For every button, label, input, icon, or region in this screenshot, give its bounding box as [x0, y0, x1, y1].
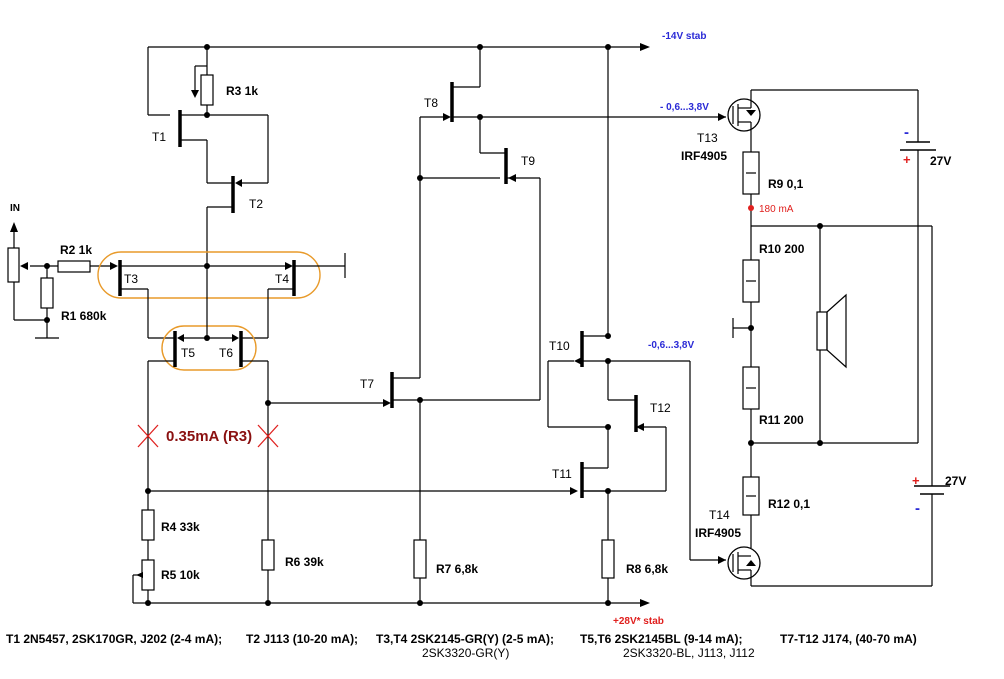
- battery-bottom-plus: +: [912, 473, 920, 488]
- resistor-r2: [57, 260, 91, 273]
- t6-label: T6: [219, 346, 233, 360]
- t13-label: T13: [697, 131, 718, 145]
- resistor-r4: [141, 509, 155, 541]
- t2-label: T2: [249, 197, 263, 211]
- t4-label: T4: [275, 272, 289, 286]
- battery-top-voltage: 27V: [930, 154, 951, 168]
- r9-label: R9 0,1: [768, 177, 804, 191]
- r3-label: R3 1k: [226, 84, 258, 98]
- t14-mosfet: [727, 546, 761, 580]
- note-t7-t12: T7-T12 J174, (40-70 mA): [780, 632, 917, 646]
- input-label: IN: [10, 203, 20, 214]
- r1-label: R1 680k: [61, 309, 107, 323]
- r10-label: R10 200: [759, 242, 805, 256]
- t3-t4-highlight: [97, 251, 321, 299]
- resistor-r8: [601, 539, 615, 579]
- t12-label: T12: [650, 401, 671, 415]
- battery-top-minus: -: [904, 124, 909, 141]
- t5-t6-pair: T5 T6: [148, 266, 268, 371]
- battery-bottom-voltage: 27V: [945, 474, 966, 488]
- r9-current-label: 180 mA: [759, 204, 794, 215]
- t7-stage: T7 R7 6,8k: [360, 113, 500, 603]
- t8-label: T8: [424, 96, 438, 110]
- t9-label: T9: [521, 154, 535, 168]
- note-t2: T2 J113 (10-20 mA);: [246, 632, 358, 646]
- note-t5-t6-alt: 2SK3320-BL, J113, J112: [623, 646, 755, 660]
- part-notes: T1 2N5457, 2SK170GR, J202 (2-4 mA); T2 J…: [6, 632, 917, 660]
- resistor-r1: [40, 277, 54, 309]
- t10-t12-stage: T10 -0,6...3,8V T12 T11 R8 6,8k: [547, 47, 726, 603]
- resistor-r5: [141, 559, 155, 591]
- r9-current-dot: [748, 205, 754, 211]
- t1-label: T1: [152, 130, 166, 144]
- t8-t9-stage: T8 T9: [420, 47, 726, 401]
- r4-label: R4 33k: [161, 520, 200, 534]
- r7-label: R7 6,8k: [436, 562, 478, 576]
- t14-label: T14: [709, 508, 730, 522]
- r2-label: R2 1k: [60, 243, 92, 257]
- speaker-icon: [816, 311, 828, 351]
- bottom-rail: [148, 599, 650, 607]
- note-t3-t4-alt: 2SK3320-GR(Y): [422, 646, 509, 660]
- t11-label: T11: [552, 467, 572, 481]
- resistor-r3: [200, 74, 214, 106]
- t14-voltage-label: -0,6...3,8V: [648, 340, 694, 351]
- t5-t6-highlight: [161, 325, 257, 371]
- t5-label: T5: [181, 346, 195, 360]
- top-rail: [147, 43, 650, 116]
- note-t1: T1 2N5457, 2SK170GR, J202 (2-4 mA);: [6, 632, 222, 646]
- resistor-r7: [413, 539, 427, 579]
- input-arrow-icon: [10, 222, 18, 232]
- note-t5-t6: T5,T6 2SK2145BL (9-14 mA);: [580, 632, 743, 646]
- t3-label: T3: [124, 272, 138, 286]
- output-stage: - 0,6...3,8V T13 IRF4905 R9 0,1 180 mA R…: [660, 89, 966, 587]
- battery-top-plus: +: [903, 152, 911, 167]
- r11-label: R11 200: [759, 413, 804, 427]
- r6-label: R6 39k: [285, 555, 324, 569]
- resistor-r6: [261, 539, 275, 571]
- rail-bottom-label: +28V* stab: [613, 616, 664, 627]
- bias-network: 0.35mA (R3) R4 33k R5 10k R6 39k: [132, 361, 578, 604]
- t7-label: T7: [360, 377, 374, 391]
- t10-label: T10: [549, 339, 570, 353]
- r3-current-label: 0.35mA (R3): [166, 428, 252, 445]
- t1-t2-current-source: R3 1k T1 T2: [152, 47, 269, 266]
- t13-mosfet: [727, 98, 761, 132]
- battery-bottom-minus: -: [915, 500, 920, 517]
- input-section: IN R1 680k R2 1k: [7, 203, 118, 339]
- junction-dots: [44, 44, 823, 606]
- t13-type-label: IRF4905: [681, 149, 727, 163]
- r12-label: R12 0,1: [768, 497, 810, 511]
- r8-label: R8 6,8k: [626, 562, 668, 576]
- rail-top-label: -14V stab: [662, 31, 706, 42]
- input-potentiometer: [7, 247, 20, 283]
- t3-t4-pair: T3 T4: [97, 251, 346, 339]
- r5-label: R5 10k: [161, 568, 200, 582]
- t14-type-label: IRF4905: [695, 526, 741, 540]
- note-t3-t4: T3,T4 2SK2145-GR(Y) (2-5 mA);: [376, 632, 554, 646]
- t13-voltage-label: - 0,6...3,8V: [660, 102, 709, 113]
